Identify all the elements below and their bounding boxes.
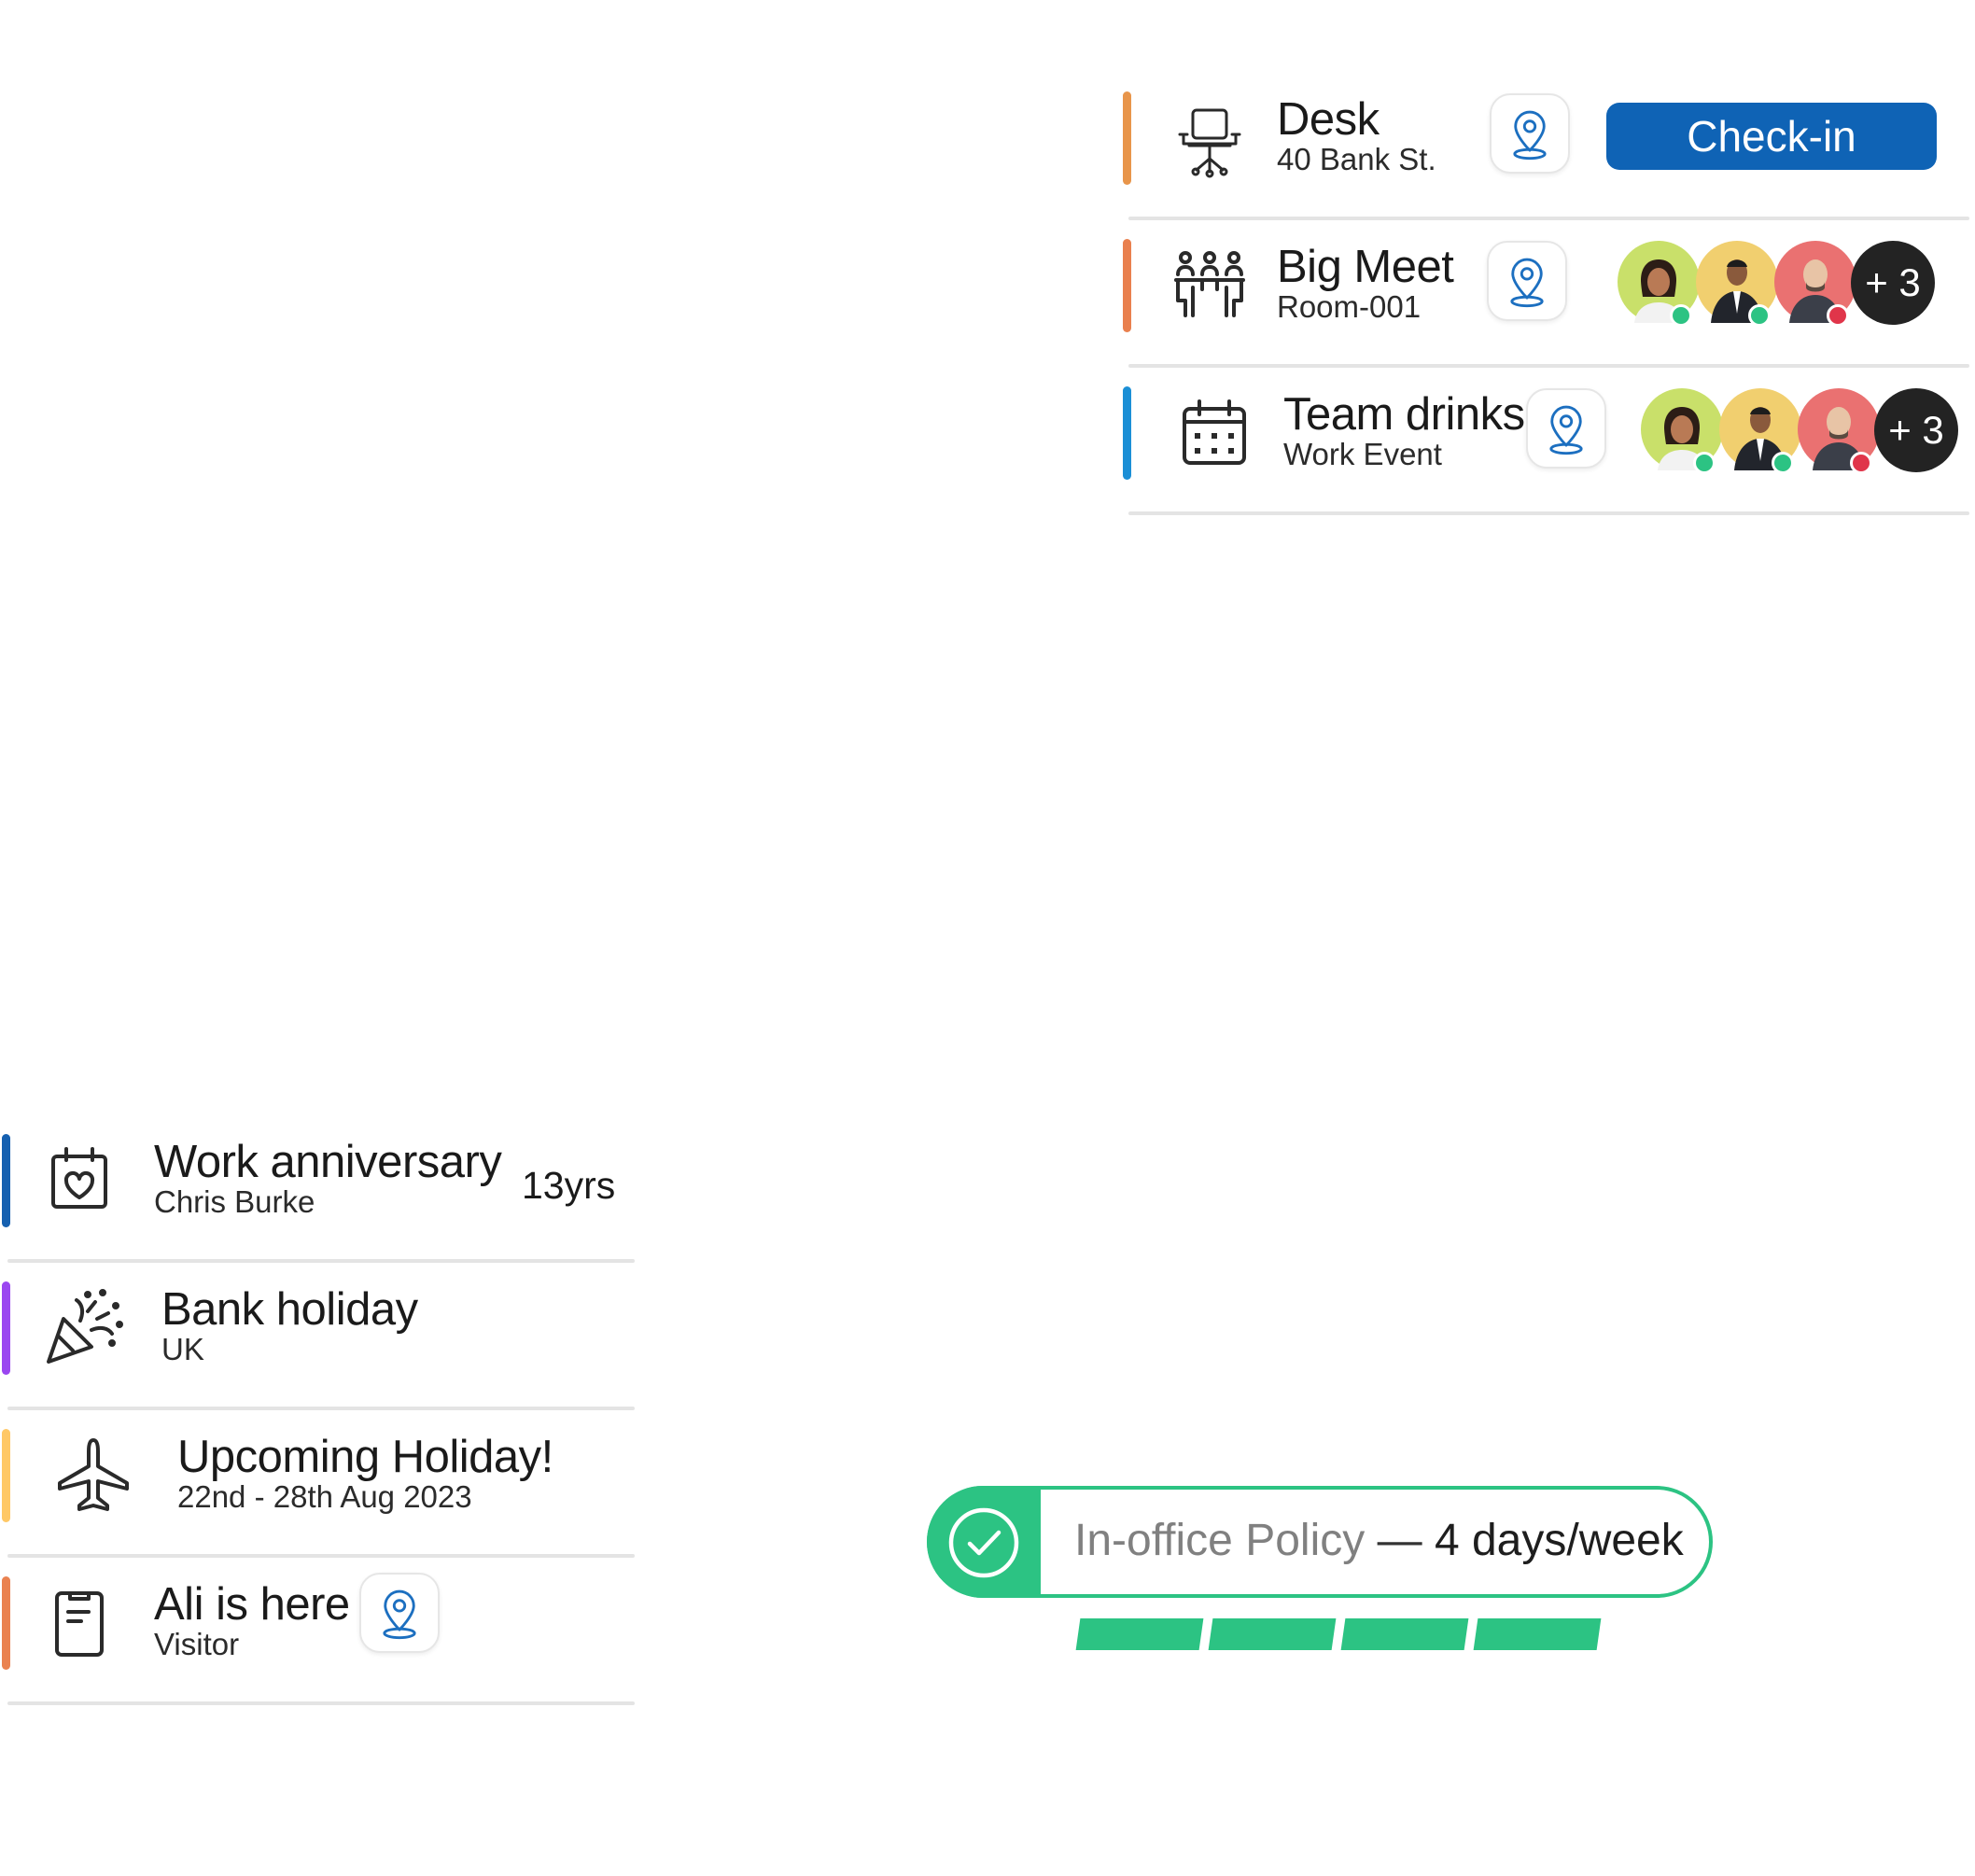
row-divider [7, 1701, 635, 1705]
more-attendees-badge[interactable]: + 3 [1874, 388, 1958, 472]
row-divider [1128, 217, 1969, 220]
notice-subtitle: Chris Burke [154, 1184, 315, 1219]
attendee-avatar[interactable] [1798, 388, 1880, 474]
party-popper-icon [39, 1283, 129, 1373]
map-pin-button[interactable] [1526, 388, 1606, 469]
status-declined-icon [1850, 452, 1872, 474]
booking-title: Desk [1277, 94, 1380, 145]
clipboard-icon [35, 1578, 124, 1668]
check-circle-icon [947, 1506, 1020, 1579]
status-accepted-icon [1772, 452, 1794, 474]
in-office-policy-pill: In-office Policy — 4 days/week [927, 1486, 1713, 1598]
category-bar [1123, 91, 1131, 185]
notice-subtitle: UK [161, 1332, 204, 1366]
booking-title: Big Meet [1277, 242, 1454, 292]
policy-separator: — [1377, 1516, 1422, 1565]
notice-subtitle: Visitor [154, 1627, 240, 1661]
policy-label: In-office Policy — 4 days/week [1074, 1512, 1684, 1570]
row-divider [7, 1407, 635, 1410]
notice-title: Upcoming Holiday! [177, 1432, 553, 1482]
notice-row-visitor[interactable]: Ali is here Visitor [2, 1558, 635, 1705]
notice-title: Bank holiday [161, 1284, 418, 1335]
policy-name: In-office Policy [1074, 1516, 1366, 1565]
category-bar [2, 1281, 10, 1375]
booking-title: Team drinks [1283, 389, 1525, 440]
attendee-avatars[interactable]: + 3 [1641, 388, 1968, 474]
attendee-avatar[interactable] [1719, 388, 1801, 474]
booking-row-meeting[interactable]: Big Meet Room-001 + 3 [1123, 220, 1969, 368]
notice-row-bank-holiday[interactable]: Bank holiday UK [2, 1263, 635, 1410]
row-divider [1128, 511, 1969, 515]
row-divider [7, 1554, 635, 1558]
row-divider [7, 1259, 635, 1263]
office-chair-icon [1165, 93, 1254, 183]
notice-title: Work anniversary [154, 1137, 502, 1187]
booking-row-event[interactable]: Team drinks Work Event + 3 [1123, 368, 1969, 515]
attendee-avatar[interactable] [1696, 241, 1778, 327]
category-bar [2, 1429, 10, 1522]
status-accepted-icon [1670, 304, 1692, 327]
notice-row-anniversary[interactable]: Work anniversary Chris Burke 13yrs [2, 1115, 635, 1263]
category-bar [2, 1134, 10, 1227]
booking-subtitle: Work Event [1283, 437, 1442, 471]
policy-day-segment [1340, 1618, 1469, 1650]
booking-row-desk[interactable]: Desk 40 Bank St. Check-in [1123, 73, 1969, 220]
policy-frame [927, 1486, 1713, 1598]
policy-status-block [927, 1486, 1041, 1598]
notice-row-upcoming-holiday[interactable]: Upcoming Holiday! 22nd - 28th Aug 2023 [2, 1410, 635, 1558]
meeting-people-icon [1165, 241, 1254, 330]
airplane-icon [49, 1431, 138, 1520]
attendee-avatar[interactable] [1618, 241, 1700, 327]
policy-day-segment [1075, 1618, 1204, 1650]
notice-title: Ali is here [154, 1579, 350, 1630]
booking-subtitle: Room-001 [1277, 289, 1422, 324]
notice-subtitle: 22nd - 28th Aug 2023 [177, 1479, 472, 1514]
policy-day-segment [1473, 1618, 1602, 1650]
status-accepted-icon [1748, 304, 1771, 327]
row-divider [1128, 364, 1969, 368]
attendee-avatar[interactable] [1641, 388, 1723, 474]
status-accepted-icon [1693, 452, 1716, 474]
more-attendees-badge[interactable]: + 3 [1851, 241, 1935, 325]
map-pin-button[interactable] [359, 1573, 440, 1653]
map-pin-button[interactable] [1490, 93, 1570, 174]
policy-day-segment [1208, 1618, 1337, 1650]
booking-subtitle: 40 Bank St. [1277, 142, 1436, 176]
calendar-heart-icon [35, 1136, 124, 1225]
map-pin-button[interactable] [1487, 241, 1567, 321]
attendee-avatars[interactable]: + 3 [1618, 241, 1944, 327]
policy-value: 4 days/week [1434, 1516, 1684, 1565]
calendar-icon [1170, 388, 1259, 478]
status-declined-icon [1827, 304, 1849, 327]
category-bar [2, 1576, 10, 1670]
category-bar [1123, 386, 1131, 480]
category-bar [1123, 239, 1131, 332]
years-badge: 13yrs [522, 1164, 616, 1207]
attendee-avatar[interactable] [1774, 241, 1856, 327]
check-in-button[interactable]: Check-in [1606, 103, 1937, 170]
